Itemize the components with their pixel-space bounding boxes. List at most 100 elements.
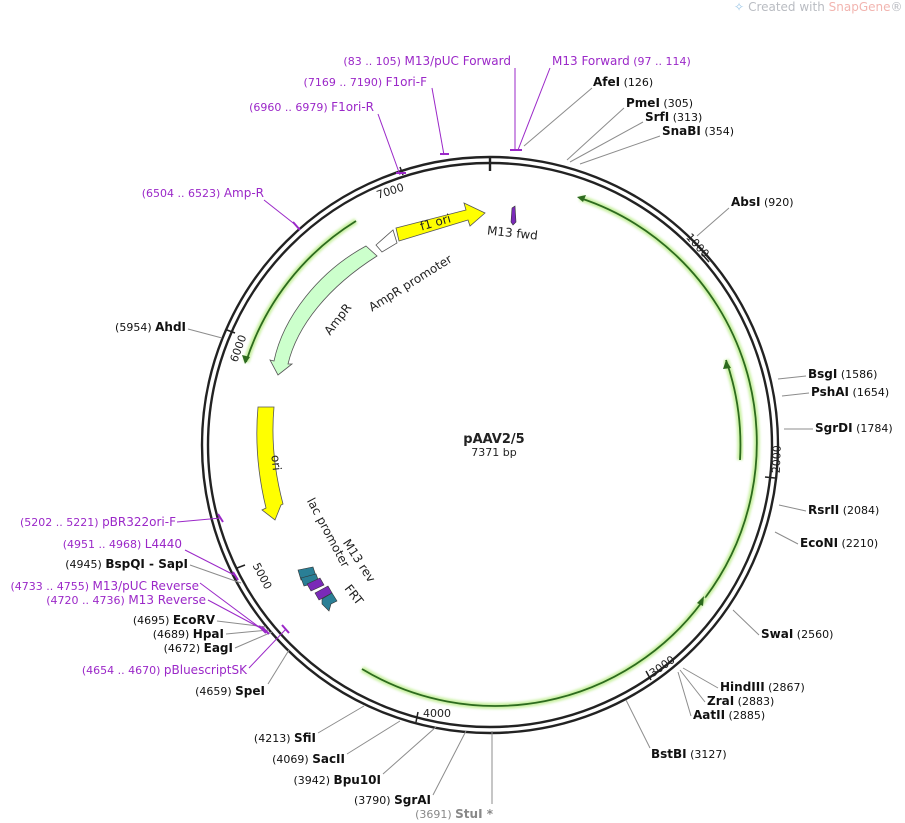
primer-f1ori-r-leader (377, 113, 401, 176)
site-bsgi-name: BsgI (808, 367, 837, 381)
primer-m13-puc-reverse-position: (4733 .. 4755) (10, 580, 92, 593)
primer-m13-forward-leader (517, 67, 551, 151)
site-pshai: PshAI (1654) (781, 385, 889, 399)
site-ecorv-label: (4695) EcoRV (133, 613, 216, 627)
site-sacii-position: (4069) (272, 753, 312, 766)
site-snabi-leader (579, 135, 661, 165)
site-sacii: (4069) SacII (272, 720, 401, 766)
site-srfi-leader (569, 121, 644, 163)
primer-pbr322ori-f: (5202 .. 5221) pBR322ori-F (20, 513, 224, 529)
primer-m13-forward-name: M13 Forward (552, 54, 630, 68)
site-srfi-label: SrfI (313) (645, 110, 702, 124)
site-sgrai: (3790) SgrAI (354, 730, 467, 807)
tick-label-5000: 5000 (250, 561, 275, 592)
site-sgrdi: SgrDI (1784) (784, 421, 893, 435)
site-stui: (3691) StuI * (415, 731, 494, 821)
primer-l4440-label: (4951 .. 4968) L4440 (63, 537, 182, 551)
site-bpu10i-leader (382, 726, 437, 775)
feature-ampr-arrow (269, 245, 378, 376)
site-swai-position: (2560) (793, 628, 833, 641)
site-stui-name: StuI * (455, 807, 494, 821)
primer-l4440-name: L4440 (145, 537, 182, 551)
watermark-prefix: Created with (748, 0, 829, 14)
site-bsgi: BsgI (1586) (777, 367, 877, 381)
site-absi-name: AbsI (731, 195, 760, 209)
primer-amp-r-label: (6504 .. 6523) Amp-R (142, 186, 264, 200)
tick-mark-4000 (415, 711, 419, 723)
site-bspqi-sapi-name: BspQI - SapI (105, 557, 188, 571)
site-econi-position: (2210) (838, 537, 878, 550)
site-ahdi-position: (5954) (115, 321, 155, 334)
site-afei: AfeI (126) (523, 75, 653, 147)
site-rsrii-leader (778, 504, 807, 512)
primer-f1ori-f-name: F1ori-F (386, 75, 427, 89)
snapgene-watermark: ✧Created with SnapGene® (734, 0, 903, 14)
primer-m13-forward: M13 Forward (97 .. 114) (510, 54, 691, 151)
primer-pbluescriptsk-leader (248, 628, 287, 669)
feature-ampr-promoter-label: AmpR promoter (366, 252, 454, 314)
primer-pbluescriptsk-name: pBluescriptSK (164, 663, 248, 677)
plasmid-length: 7371 bp (471, 446, 516, 459)
primer-pbluescriptsk-label: (4654 .. 4670) pBluescriptSK (82, 663, 248, 677)
site-econi: EcoNI (2210) (774, 531, 878, 550)
site-snabi: SnaBI (354) (579, 124, 734, 165)
primer-pbr322ori-f-label: (5202 .. 5221) pBR322ori-F (20, 515, 176, 529)
site-afei-name: AfeI (593, 75, 620, 89)
site-bsgi-label: BsgI (1586) (808, 367, 877, 381)
site-zrai-name: ZraI (707, 694, 734, 708)
site-swai-leader (732, 609, 760, 636)
primer-pbluescriptsk: (4654 .. 4670) pBluescriptSK (82, 624, 290, 677)
primer-m13-puc-forward-name: M13/pUC Forward (404, 54, 511, 68)
site-bpu10i: (3942) Bpu10I (293, 726, 437, 787)
site-rsrii-label: RsrII (2084) (808, 503, 879, 517)
tick-mark-3000 (645, 670, 652, 681)
primer-m13-reverse-marker (261, 626, 270, 635)
site-pmei-position: (305) (660, 97, 693, 110)
site-absi-label: AbsI (920) (731, 195, 794, 209)
site-swai: SwaI (2560) (732, 609, 833, 641)
orf-arrowhead-inner (723, 360, 731, 369)
site-rsrii-position: (2084) (839, 504, 879, 517)
site-sfii-name: SfiI (294, 731, 316, 745)
feature-ampr-label: AmpR (321, 301, 354, 338)
site-srfi: SrfI (313) (569, 110, 702, 163)
site-zrai: ZraI (2883) (679, 669, 774, 708)
primer-l4440: (4951 .. 4968) L4440 (63, 537, 239, 581)
site-sfii: (4213) SfiI (254, 705, 365, 745)
orf-line-large (579, 197, 758, 599)
primer-m13-forward-label: M13 Forward (97 .. 114) (552, 54, 691, 68)
primer-amp-r-position: (6504 .. 6523) (142, 187, 224, 200)
site-afei-label: AfeI (126) (593, 75, 653, 89)
site-zrai-leader (679, 669, 706, 703)
site-bpu10i-name: Bpu10I (334, 773, 381, 787)
primer-m13-puc-forward-position: (83 .. 105) (343, 55, 404, 68)
orf-line-left (245, 220, 357, 363)
site-stui-position: (3691) (415, 808, 455, 821)
feature-m13-fwd-label: M13 fwd (486, 223, 538, 242)
site-snabi-label: SnaBI (354) (662, 124, 734, 138)
site-absi-position: (920) (760, 196, 793, 209)
primer-f1ori-f: (7169 .. 7190) F1ori-F (304, 75, 449, 156)
watermark-brand: SnapGene (828, 0, 891, 14)
feature-f1-ori-arrow (395, 202, 486, 242)
site-hpai-name: HpaI (193, 627, 224, 641)
site-bstbi-label: BstBI (3127) (651, 747, 727, 761)
tick-label-4000: 4000 (423, 707, 451, 720)
site-spei-position: (4659) (195, 685, 235, 698)
site-aatii-name: AatII (693, 708, 725, 722)
orf-arrowhead-left (242, 355, 250, 364)
site-sacii-name: SacII (312, 752, 345, 766)
site-hpai-position: (4689) (153, 628, 193, 641)
site-pshai-position: (1654) (849, 386, 889, 399)
orf-arrowhead-bottom (697, 596, 704, 606)
site-bsgi-position: (1586) (837, 368, 877, 381)
primer-pbluescriptsk-position: (4654 .. 4670) (82, 664, 164, 677)
primer-l4440-leader (184, 549, 237, 577)
primer-l4440-marker (232, 571, 239, 581)
feature-ori-label: ori (268, 454, 284, 471)
site-swai-label: SwaI (2560) (761, 627, 833, 641)
primer-m13-reverse-leader (207, 599, 267, 632)
site-ecorv: (4695) EcoRV (133, 613, 267, 628)
site-rsrii: RsrII (2084) (778, 503, 879, 517)
site-zrai-position: (2883) (734, 695, 774, 708)
